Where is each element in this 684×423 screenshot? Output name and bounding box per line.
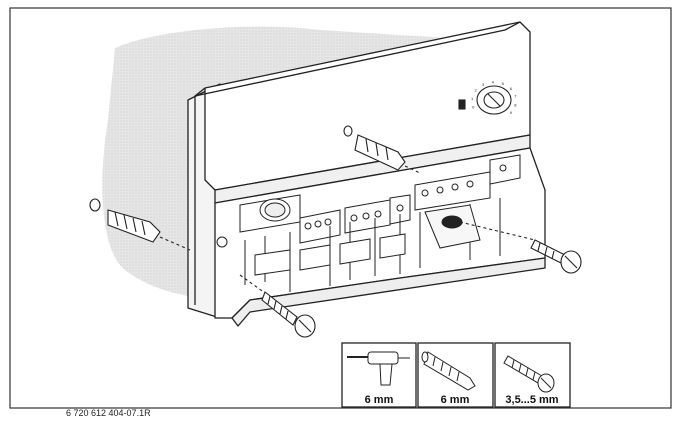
wall-plug-icon xyxy=(421,351,476,391)
drill-size-label: 6 mm xyxy=(365,394,394,406)
callout-wall-plug: 6 mm xyxy=(417,342,494,408)
figure-code: 6 720 612 404-07.1R xyxy=(66,408,151,418)
dial-mark: 3 xyxy=(482,82,485,87)
dial-mark: 7 xyxy=(514,94,517,99)
callout-screw: 3,5...5 mm xyxy=(494,342,571,408)
wall-plug-top xyxy=(343,125,421,174)
dial-indicator xyxy=(458,99,466,110)
rotary-dial: 0 123 4 567 89 xyxy=(458,79,517,115)
wall-plug-left xyxy=(89,198,191,251)
dial-mark: 8 xyxy=(514,102,517,107)
dial-scale: 0 123 4 567 89 xyxy=(471,79,517,115)
dial-mark: 6 xyxy=(510,86,513,91)
screw-right xyxy=(459,221,582,274)
dial-mark: 9 xyxy=(510,110,513,115)
dial-mark: 5 xyxy=(502,81,505,86)
dial-mark: 2 xyxy=(474,88,477,93)
wall-plug-size-label: 6 mm xyxy=(441,394,470,406)
dial-mark: 4 xyxy=(492,79,495,84)
screw-size-label: 3,5...5 mm xyxy=(505,394,558,406)
dial-mark: 0 xyxy=(472,104,475,109)
screw-icon xyxy=(503,355,555,393)
drill-icon xyxy=(347,351,410,386)
callout-drill: 6 mm xyxy=(341,342,417,408)
screw-lower-left xyxy=(239,274,316,338)
dial-mark: 1 xyxy=(471,96,474,101)
terminal-strip xyxy=(216,154,521,292)
